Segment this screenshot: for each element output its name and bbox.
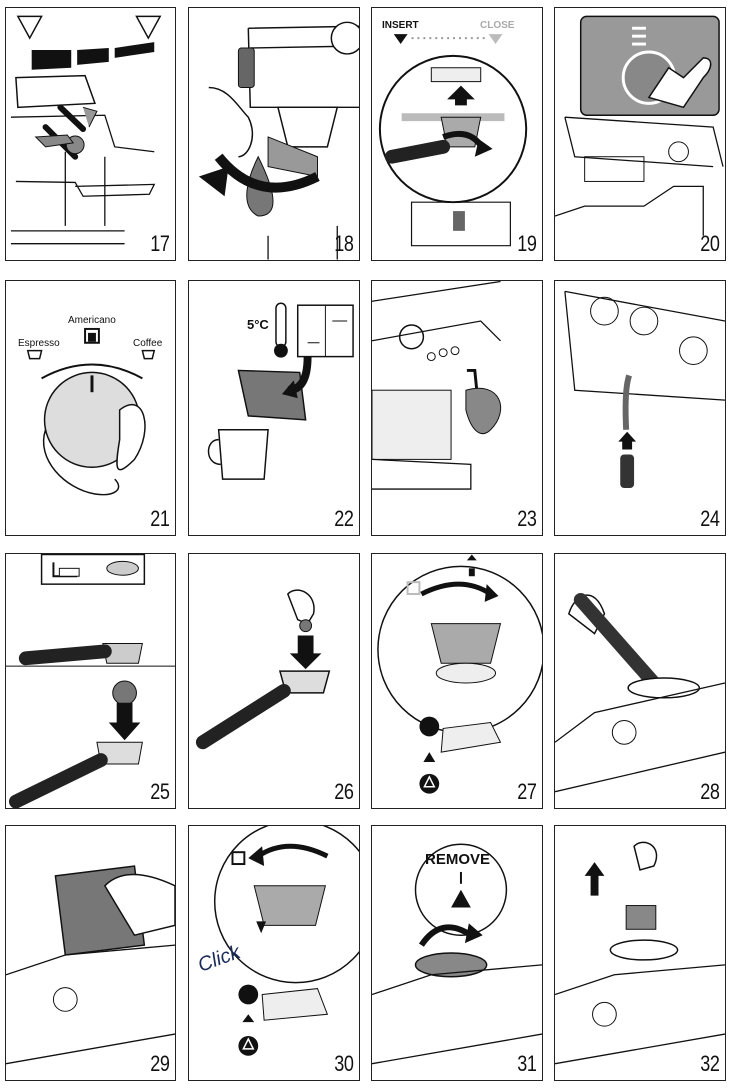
illustration-cold-milk: [207, 302, 354, 480]
illustration-insert-pod: [195, 589, 331, 750]
illustration-steam-wand-down: [564, 290, 725, 489]
step-number: 26: [333, 779, 354, 804]
illustration-lift-out-part: [555, 841, 725, 1065]
step-number: 22: [333, 506, 354, 531]
temperature-label: 5°C: [247, 317, 269, 332]
panel-18: 18: [188, 7, 360, 261]
remove-label: REMOVE: [425, 851, 491, 868]
panel-29: 29: [5, 825, 176, 1081]
step-number: 20: [699, 231, 720, 256]
step-number: 30: [333, 1051, 354, 1076]
illustration-unlock-container: [377, 554, 542, 794]
panel-21: Espresso Americano Coffee 21: [5, 280, 176, 536]
step-number: 17: [149, 231, 170, 256]
panel-28: 28: [554, 553, 726, 809]
step-number: 18: [333, 231, 354, 256]
panel-20: 20: [554, 7, 726, 261]
illustration-lock-container: [213, 826, 359, 1056]
panel-30: Click 30: [188, 825, 360, 1081]
step-number: 31: [516, 1051, 537, 1076]
panel-31: REMOVE 31: [371, 825, 543, 1081]
illustration-remove-container: [372, 843, 542, 1065]
panel-27: 27: [371, 553, 543, 809]
step-number: 27: [516, 779, 537, 804]
illustration-steam-wand-position: [372, 281, 502, 490]
panel-17: 17: [5, 7, 176, 261]
illustration-grinder-dose: [10, 15, 162, 245]
americano-label: Americano: [68, 315, 116, 326]
step-number: 19: [516, 231, 537, 256]
coffee-label: Coffee: [133, 338, 163, 349]
illustration-wipe-with-cloth: [6, 865, 175, 1065]
step-number: 24: [699, 506, 720, 531]
panel-25: 25: [5, 553, 176, 809]
panel-32: 32: [554, 825, 726, 1081]
step-number: 32: [699, 1051, 720, 1076]
panel-23: 23: [371, 280, 543, 536]
illustration-remove-filter-holder: [198, 21, 359, 260]
panel-26: 26: [188, 553, 360, 809]
illustration-clean-with-brush: [555, 593, 725, 793]
insert-label: INSERT: [382, 20, 419, 31]
illustration-press-button: [555, 15, 724, 236]
panel-22: 5°C 22: [188, 280, 360, 536]
step-number: 25: [149, 779, 170, 804]
close-label: CLOSE: [480, 20, 515, 31]
step-number: 28: [699, 779, 720, 804]
panel-24: 24: [554, 280, 726, 536]
illustration-insert-filter-holder: [378, 34, 528, 247]
step-number: 21: [149, 506, 170, 531]
step-number: 23: [516, 506, 537, 531]
illustration-selector-knob: [26, 327, 156, 496]
illustration-filter-assembly: [6, 554, 175, 808]
step-number: 29: [149, 1051, 170, 1076]
espresso-label: Espresso: [18, 338, 60, 349]
panel-19: INSERT CLOSE 19: [371, 7, 543, 261]
